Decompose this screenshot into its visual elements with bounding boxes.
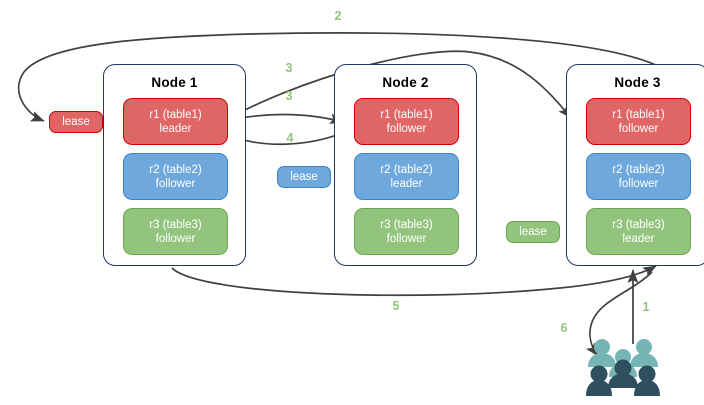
replica-n3r3[interactable]: r3 (table3) leader (586, 208, 691, 255)
replica-role: leader (159, 122, 192, 135)
replica-n1r3[interactable]: r3 (table3) follower (123, 208, 228, 255)
node-title-node1: Node 1 (151, 75, 198, 90)
edge-2-path (17, 32, 673, 122)
replica-role: follower (386, 122, 427, 135)
replica-name: r2 (table2) (612, 163, 665, 176)
replica-name: r3 (table3) (612, 218, 665, 231)
replica-name: r2 (table2) (380, 163, 433, 176)
edge-label-3-lower: 3 (285, 89, 293, 103)
node-container-node1: Node 1 r1 (table1) leader r2 (table2) fo… (103, 64, 246, 266)
edge-6-path (585, 271, 653, 357)
replica-n3r2[interactable]: r2 (table2) follower (586, 153, 691, 200)
edge-label-1: 1 (642, 300, 650, 314)
replica-role: follower (618, 122, 659, 135)
edge-label-4: 4 (286, 131, 294, 145)
node-title-node2: Node 2 (382, 75, 429, 90)
node-container-node2: Node 2 r1 (table1) follower r2 (table2) … (334, 64, 477, 266)
replica-name: r2 (table2) (149, 163, 202, 176)
edge-5-path (171, 265, 657, 297)
replica-name: r1 (table1) (612, 108, 665, 121)
replica-role: leader (622, 232, 655, 245)
replica-name: r1 (table1) (380, 108, 433, 121)
edge-3-upper-path (221, 50, 572, 123)
edge-label-2: 2 (334, 9, 342, 23)
replica-role: leader (390, 177, 423, 190)
replica-n2r2[interactable]: r2 (table2) leader (354, 153, 459, 200)
edge-label-6: 6 (560, 321, 568, 335)
replica-role: follower (155, 232, 196, 245)
node-title-node3: Node 3 (614, 75, 661, 90)
replica-n2r1[interactable]: r1 (table1) follower (354, 98, 459, 145)
replica-name: r3 (table3) (380, 218, 433, 231)
edge-label-3-upper: 3 (285, 61, 293, 75)
lease-badge-green[interactable]: lease (506, 221, 560, 243)
node-container-node3: Node 3 r1 (table1) follower r2 (table2) … (566, 64, 704, 266)
users-group-icon (586, 339, 660, 396)
replica-role: follower (618, 177, 659, 190)
lease-badge-blue[interactable]: lease (277, 166, 331, 188)
replica-name: r3 (table3) (149, 218, 202, 231)
replica-n1r2[interactable]: r2 (table2) follower (123, 153, 228, 200)
edge-label-5: 5 (392, 299, 400, 313)
replica-n3r1[interactable]: r1 (table1) follower (586, 98, 691, 145)
replica-n1r1[interactable]: r1 (table1) leader (123, 98, 228, 145)
replica-role: follower (386, 232, 427, 245)
replica-n2r3[interactable]: r3 (table3) follower (354, 208, 459, 255)
lease-badge-red[interactable]: lease (49, 111, 103, 133)
replica-name: r1 (table1) (149, 108, 202, 121)
replica-role: follower (155, 177, 196, 190)
